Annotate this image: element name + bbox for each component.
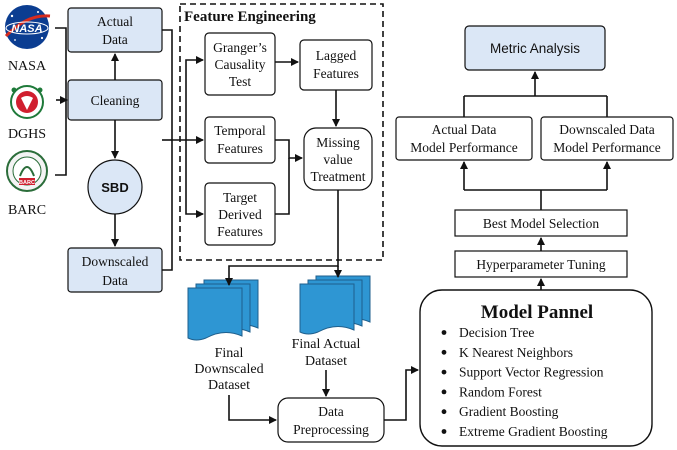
model-panel: [419, 289, 653, 447]
dghs-logo: [10, 85, 44, 119]
model-bullet: [441, 330, 447, 335]
feature-engineering-arrows: [275, 58, 340, 215]
granger-label-1: Granger’s: [213, 40, 267, 55]
best-model-selection-label: Best Model Selection: [483, 216, 599, 231]
downscaled-data-label-1: Downscaled: [82, 254, 149, 269]
source-label-dghs: DGHS: [8, 127, 46, 142]
final-actual-label-1: Final Actual: [292, 337, 361, 352]
metric-analysis-label: Metric Analysis: [490, 41, 580, 56]
hyperparameter-tuning-label: Hyperparameter Tuning: [476, 257, 606, 272]
lagged-label-1: Lagged: [316, 48, 357, 63]
final-downscaled-dataset-icon: [187, 279, 259, 341]
temporal-label-1: Temporal: [214, 123, 266, 138]
preprocessing-label-2: Preprocessing: [293, 422, 369, 437]
feature-engineering-title: Feature Engineering: [184, 9, 316, 25]
granger-test-box: [204, 32, 276, 96]
model-bullet: [441, 409, 447, 415]
preprocessing-to-model-arrow: [384, 366, 419, 421]
feature-engineering-panel: [179, 3, 384, 261]
model-list-item: K Nearest Neighbors: [459, 345, 573, 360]
best-model-selection-box: [454, 209, 628, 237]
actual-performance-label-2: Model Performance: [410, 140, 518, 155]
pipeline-arrows: [460, 71, 611, 290]
model-list-item: Extreme Gradient Boosting: [459, 424, 608, 439]
barc-logo-text: BARC: [19, 180, 35, 186]
actual-data-label-1: Actual: [97, 14, 133, 29]
final-actual-label-2: Dataset: [305, 354, 347, 369]
model-list-item: Support Vector Regression: [459, 365, 604, 380]
actual-data-label-2: Data: [102, 32, 127, 47]
model-bullet: [441, 429, 447, 434]
hyperparameter-tuning-box: [454, 250, 628, 278]
source-connectors: [55, 27, 68, 176]
model-list-item: Decision Tree: [459, 325, 534, 340]
final-downscaled-label-3: Dataset: [208, 378, 250, 393]
model-list: Decision Tree K Nearest NeighborsSupport …: [441, 325, 608, 439]
granger-label-2: Causality: [215, 57, 266, 72]
model-bullet: [441, 369, 447, 375]
lagged-label-2: Features: [313, 66, 359, 81]
downscaled-performance-label-1: Downscaled Data: [559, 122, 655, 137]
final-downscaled-label-2: Downscaled: [194, 362, 263, 377]
target-label-1: Target: [223, 190, 257, 205]
cleaning-label: Cleaning: [91, 93, 140, 108]
preprocessing-label-1: Data: [318, 404, 343, 419]
source-label-barc: BARC: [8, 203, 46, 218]
missing-label-2: value: [323, 152, 352, 167]
model-panel-title: Model Pannel: [481, 302, 593, 323]
missing-label-3: Treatment: [311, 169, 366, 184]
downscaled-data-label-2: Data: [102, 273, 127, 288]
temporal-label-2: Features: [217, 141, 263, 156]
dataset-arrows: [225, 190, 342, 424]
nasa-logo: NASA: [4, 5, 51, 49]
model-list-item: Gradient Boosting: [459, 404, 559, 419]
granger-label-3: Test: [229, 74, 252, 89]
model-list-item: Random Forest: [459, 384, 542, 399]
model-bullet: [441, 389, 447, 395]
actual-performance-label-1: Actual Data: [432, 122, 497, 137]
final-downscaled-label-1: Final: [215, 346, 244, 361]
target-label-3: Features: [217, 224, 263, 239]
model-bullet: [441, 349, 447, 355]
nasa-logo-text: NASA: [11, 23, 42, 35]
downscaled-performance-label-2: Model Performance: [553, 140, 661, 155]
missing-label-1: Missing: [316, 135, 360, 150]
final-actual-dataset-icon: [299, 275, 371, 335]
input-to-feature-connectors: [162, 29, 204, 271]
source-label-nasa: NASA: [8, 59, 47, 74]
metric-analysis-box: [464, 25, 606, 71]
barc-logo: BARC: [6, 150, 48, 192]
target-label-2: Derived: [218, 207, 262, 222]
sbd-label: SBD: [101, 180, 128, 195]
